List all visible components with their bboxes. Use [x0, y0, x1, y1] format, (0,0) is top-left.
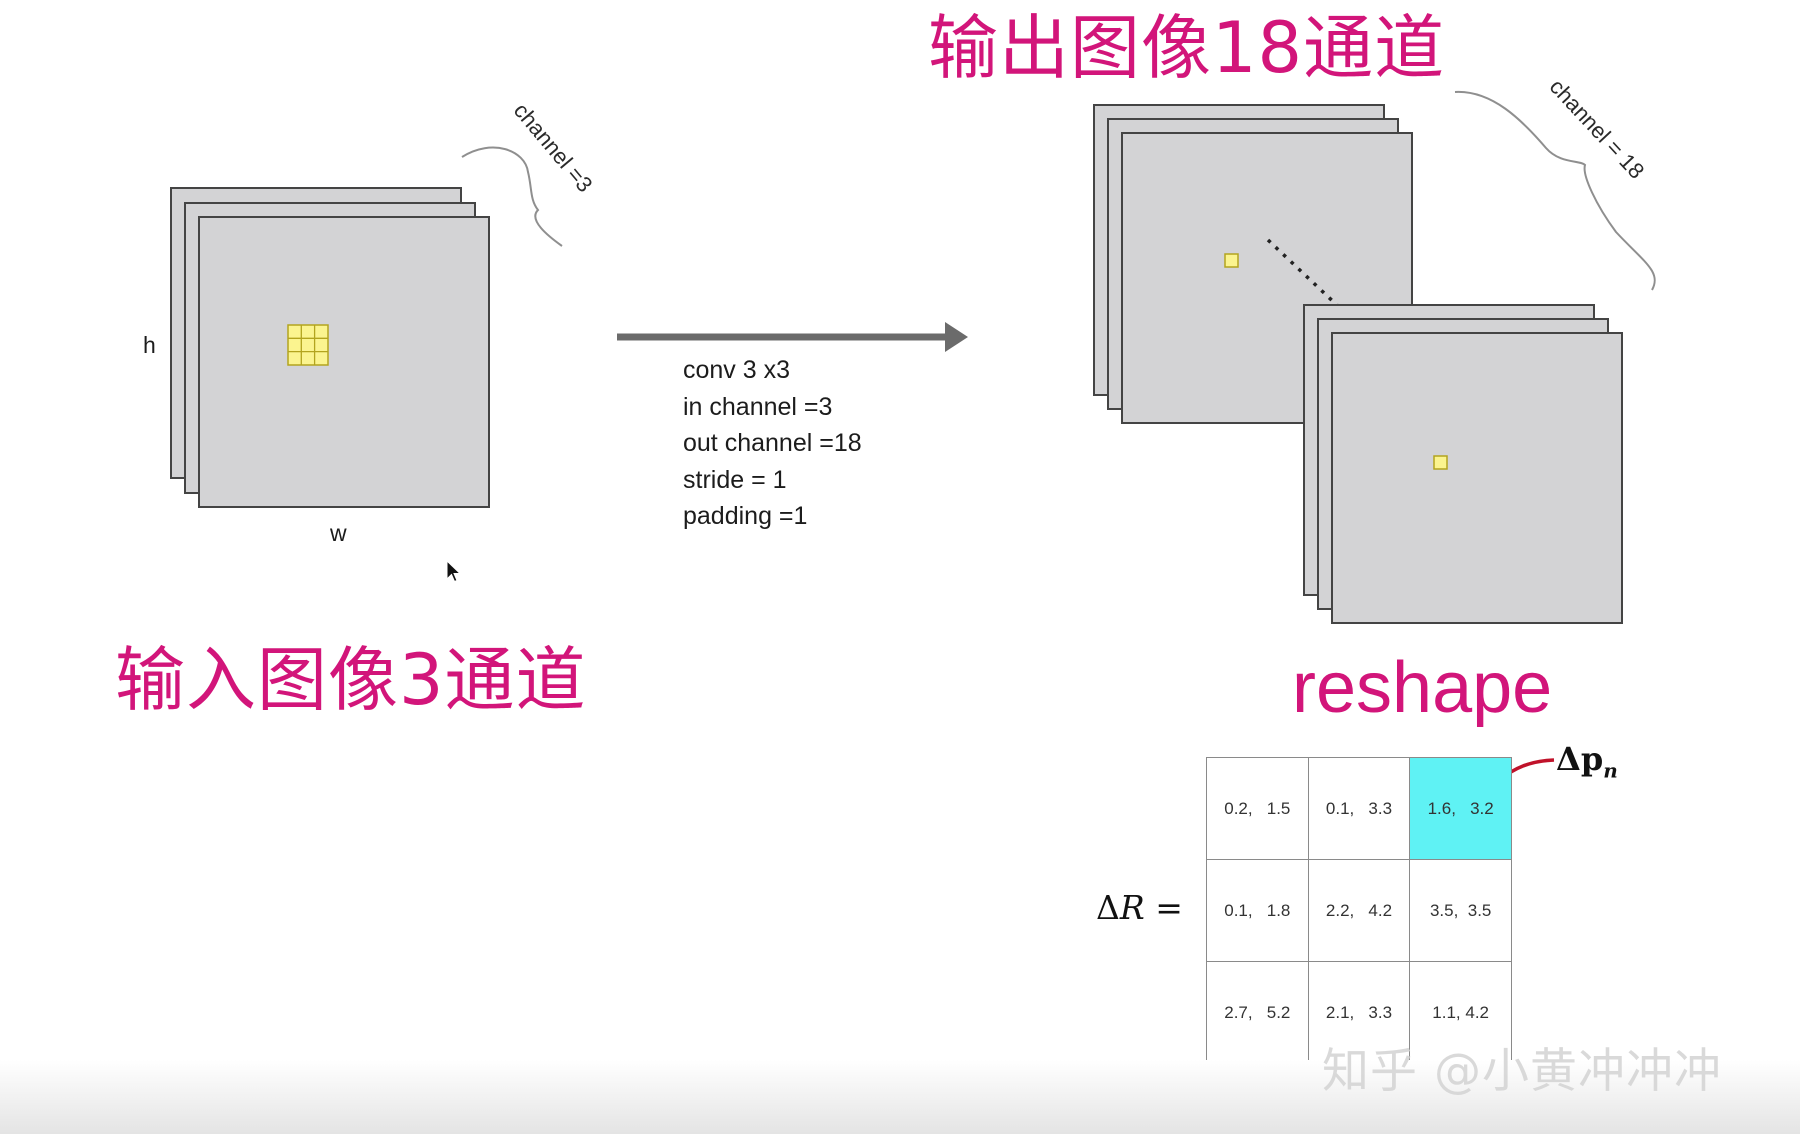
script-r-symbol: R	[1119, 888, 1145, 927]
matrix-cell: 0.1, 3.3	[1307, 757, 1411, 860]
matrix-cell: 0.1, 1.8	[1206, 859, 1309, 962]
height-axis-label: h	[143, 332, 156, 358]
input-curly-brace-icon	[461, 146, 563, 247]
right-arrow-icon	[617, 322, 968, 352]
delta-r-equation: ΔR =	[1096, 888, 1183, 927]
matrix-cell: 2.2, 4.2	[1307, 859, 1411, 962]
param-kernel: conv 3 x3	[683, 356, 791, 384]
kernel-3x3-grid	[287, 324, 329, 366]
matrix-row: 0.1, 1.8 2.2, 4.2 3.5, 3.5	[1206, 859, 1512, 962]
param-out-channel: out channel =18	[683, 429, 862, 457]
matrix-cell: 1.1, 4.2	[1409, 961, 1512, 1064]
param-padding: padding =1	[683, 502, 808, 530]
width-axis-label: w	[330, 520, 347, 546]
param-in-channel: in channel =3	[683, 392, 833, 421]
conv-parameters: conv 3 x3 in channel =3 out channel =18 …	[683, 352, 862, 535]
matrix-cell: 2.1, 3.3	[1307, 961, 1411, 1064]
matrix-row: 2.7, 5.2 2.1, 3.3 1.1, 4.2	[1206, 961, 1512, 1064]
watermark: 知乎 @小黄冲冲冲	[1322, 1044, 1722, 1099]
param-stride: stride = 1	[683, 465, 787, 494]
input-channel-1	[198, 216, 490, 508]
output-image-title: 输出图像18通道	[928, 7, 1446, 89]
output-pixel-marker	[1224, 253, 1239, 268]
output-channel-18	[1331, 332, 1623, 624]
matrix-cell: 3.5, 3.5	[1409, 859, 1512, 962]
delta-p-label: Δpn	[1556, 740, 1618, 782]
delta-p-subscript: n	[1603, 758, 1618, 783]
offset-matrix: 0.2, 1.5 0.1, 3.3 1.6, 3.2 0.1, 1.8 2.2,…	[1206, 757, 1512, 1064]
output-feature-stack-front	[1303, 304, 1623, 624]
matrix-cell: 2.7, 5.2	[1206, 961, 1309, 1064]
matrix-cell: 0.2, 1.5	[1206, 757, 1309, 860]
reshape-label: reshape	[1292, 648, 1553, 728]
input-image-title: 输入图像3通道	[115, 639, 587, 721]
matrix-cell-highlighted: 1.6, 3.2	[1409, 757, 1512, 860]
output-curly-brace-icon	[1454, 90, 1656, 291]
matrix-row: 0.2, 1.5 0.1, 3.3 1.6, 3.2	[1206, 757, 1512, 860]
input-feature-stack	[170, 187, 490, 508]
bottom-shadow-strip	[0, 1060, 1800, 1134]
delta-p-symbol: Δp	[1556, 740, 1604, 778]
mouse-cursor-icon	[446, 560, 462, 583]
output-pixel-marker-front	[1433, 455, 1448, 470]
